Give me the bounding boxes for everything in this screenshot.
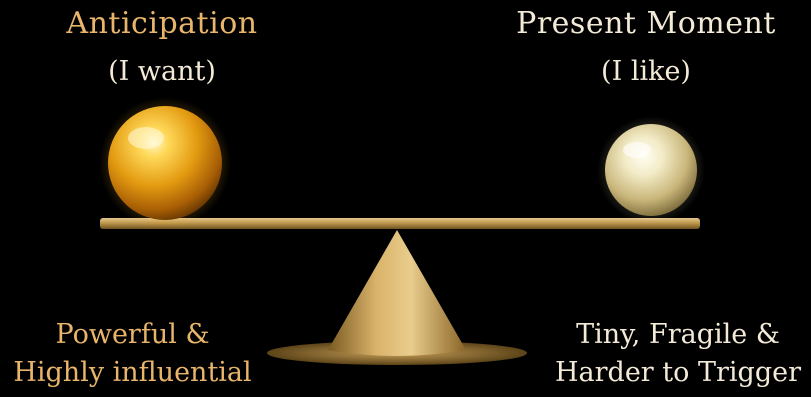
pale-sphere [605, 124, 697, 216]
anticipation-subtitle: (I want) [0, 56, 324, 87]
scale-fulcrum [328, 230, 466, 356]
present-moment-caption: Tiny, Fragile & Harder to Trigger [545, 316, 811, 392]
anticipation-caption-line2: Highly influential [0, 354, 265, 392]
anticipation-title: Anticipation [0, 6, 324, 41]
present-moment-subtitle: (I like) [496, 56, 796, 87]
present-moment-caption-line2: Harder to Trigger [545, 354, 811, 392]
anticipation-caption: Powerful & Highly influential [0, 316, 265, 392]
gold-sphere [108, 106, 222, 220]
anticipation-caption-line1: Powerful & [0, 316, 265, 354]
present-moment-caption-line1: Tiny, Fragile & [545, 316, 811, 354]
present-moment-title: Present Moment [496, 6, 796, 41]
